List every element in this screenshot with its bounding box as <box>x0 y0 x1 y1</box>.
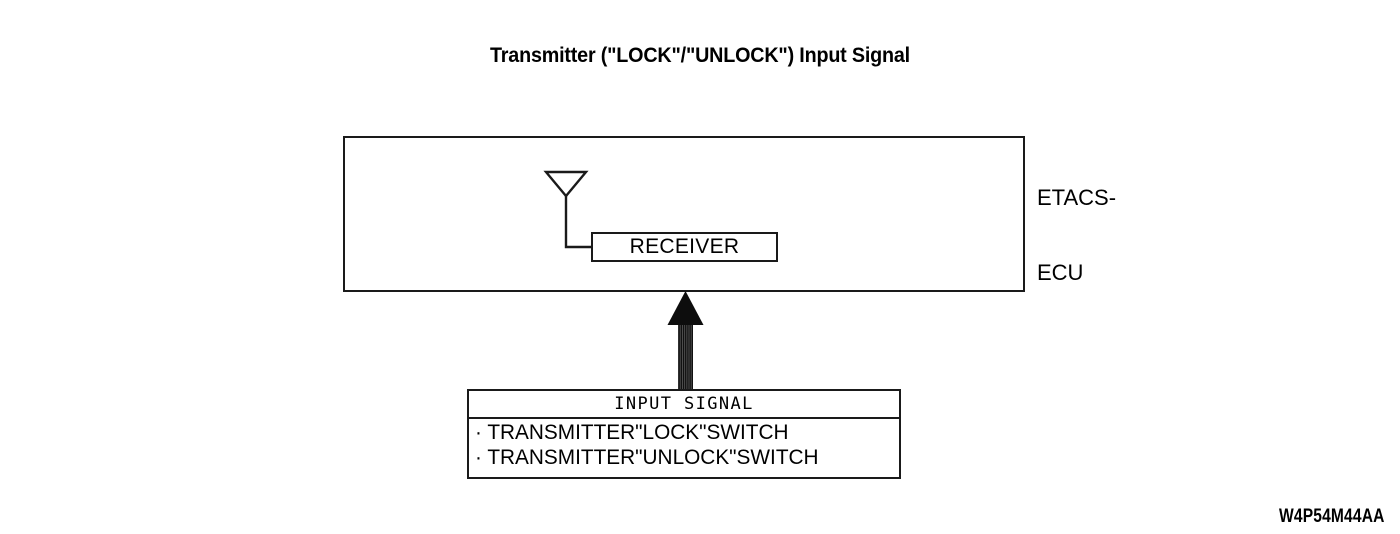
etacs-ecu-label-line2: ECU <box>1037 260 1084 285</box>
receiver-label: RECEIVER <box>629 235 740 258</box>
document-code: W4P54M44AA <box>1279 506 1385 527</box>
input-signal-header-label: INPUT SIGNAL <box>614 394 754 414</box>
page-title: Transmitter ("LOCK"/"UNLOCK") Input Sign… <box>490 44 910 67</box>
etacs-ecu-label-line1: ETACS- <box>1037 185 1117 210</box>
list-item: · TRANSMITTER"UNLOCK"SWITCH <box>475 446 819 469</box>
receiver-box: RECEIVER <box>591 232 778 262</box>
etacs-ecu-label: ETACS- ECU <box>1037 135 1116 335</box>
input-signal-header: INPUT SIGNAL <box>469 391 899 419</box>
input-signal-box: INPUT SIGNAL · TRANSMITTER"LOCK"SWITCH ·… <box>467 389 901 479</box>
antenna-icon <box>543 170 592 249</box>
input-signal-list: · TRANSMITTER"LOCK"SWITCH · TRANSMITTER"… <box>469 419 899 470</box>
etacs-ecu-box <box>343 136 1025 292</box>
list-item: · TRANSMITTER"LOCK"SWITCH <box>475 421 789 444</box>
up-arrow-icon <box>667 291 704 391</box>
